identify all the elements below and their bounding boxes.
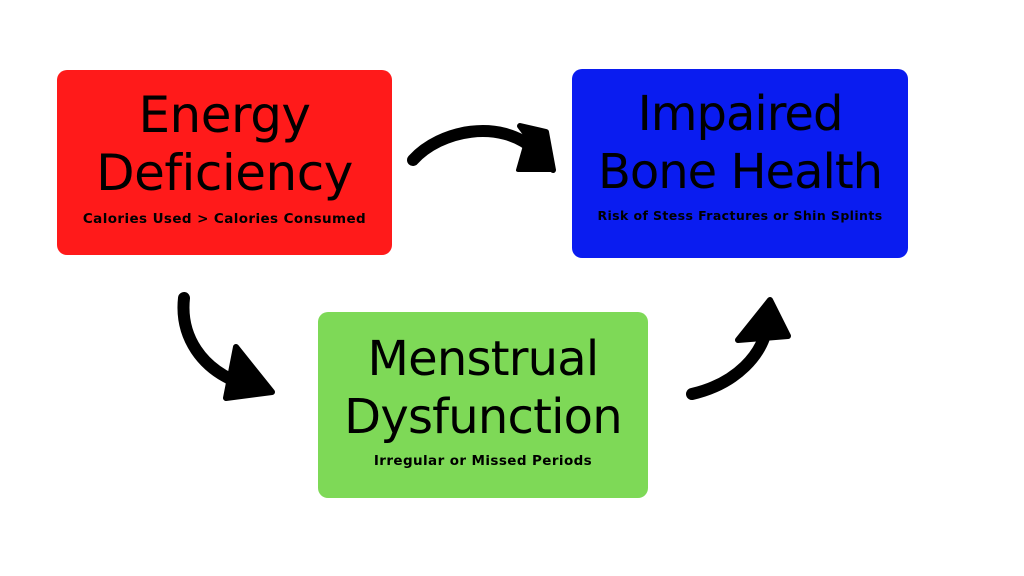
menstrual-dysfunction-subtitle: Irregular or Missed Periods [373, 453, 593, 469]
energy-deficiency-title-line2: Deficiency [96, 144, 353, 202]
energy-deficiency-title-line1: Energy [138, 86, 311, 144]
energy-deficiency-subtitle: Calories Used > Calories Consumed [82, 211, 367, 227]
energy-deficiency-box: Energy Deficiency Calories Used > Calori… [57, 70, 392, 255]
impaired-bone-health-box: Impaired Bone Health Risk of Stess Fract… [572, 69, 908, 258]
impaired-bone-health-subtitle: Risk of Stess Fractures or Shin Splints [597, 208, 883, 223]
arrow-energy-to-bone [407, 123, 556, 173]
menstrual-dysfunction-title-line2: Dysfunction [344, 389, 622, 445]
arrow-menstrual-to-bone [686, 297, 791, 400]
arrow-energy-to-menstrual [177, 292, 275, 401]
impaired-bone-health-title-line1: Impaired [637, 86, 844, 142]
impaired-bone-health-title-line2: Bone Health [597, 144, 883, 200]
menstrual-dysfunction-box: Menstrual Dysfunction Irregular or Misse… [318, 312, 648, 498]
menstrual-dysfunction-title-line1: Menstrual [367, 331, 600, 387]
